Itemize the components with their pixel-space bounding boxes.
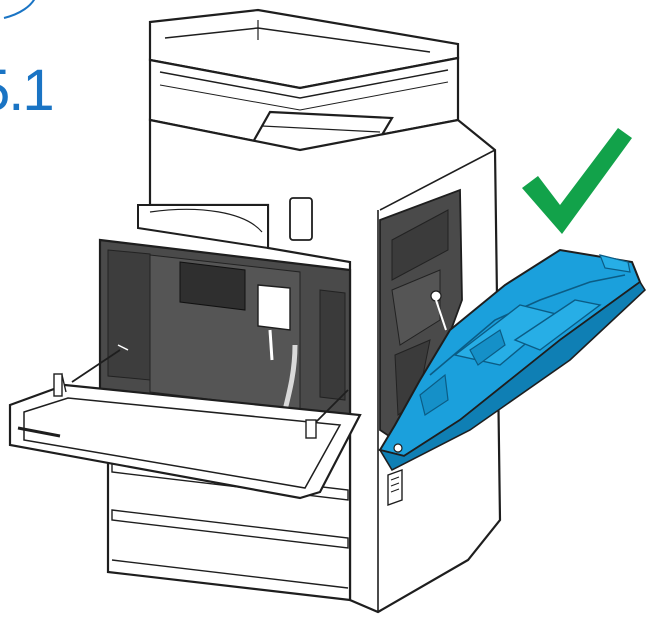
checkmark-icon bbox=[522, 128, 632, 234]
drawer-2 bbox=[111, 509, 349, 549]
right-door-highlight bbox=[378, 248, 646, 472]
door-handle bbox=[17, 426, 61, 438]
step-number: 5.1 bbox=[0, 58, 55, 123]
front-handle-slot bbox=[289, 197, 313, 241]
side-handle bbox=[387, 469, 403, 506]
step-circle-icon bbox=[3, 0, 36, 19]
